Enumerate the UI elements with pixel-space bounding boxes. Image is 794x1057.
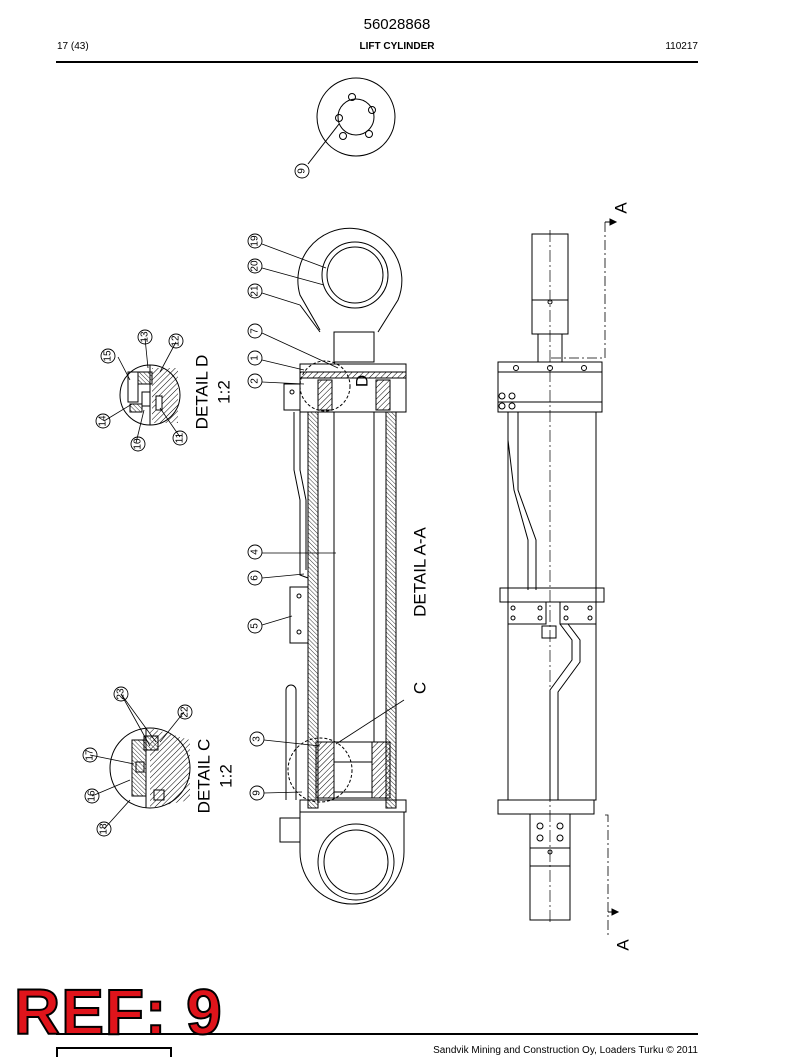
balloon-15: 15 <box>103 350 114 362</box>
marker-c: C <box>411 682 430 694</box>
detail-a-a-view <box>497 218 620 938</box>
header-divider <box>56 61 698 63</box>
detail-d-view <box>119 364 181 426</box>
detail-d-scale: 1:2 <box>215 380 234 404</box>
balloon-12: 12 <box>171 335 182 347</box>
ref-stamp: REF: 9 <box>13 976 223 1048</box>
balloon-18: 18 <box>99 823 110 835</box>
balloon-14: 14 <box>98 415 109 427</box>
footer-divider <box>56 1033 698 1035</box>
balloon-13: 13 <box>140 331 151 343</box>
balloon-19: 19 <box>250 235 261 247</box>
balloon-21: 21 <box>250 285 261 297</box>
end-view-flange <box>307 77 396 165</box>
balloon-23: 23 <box>116 688 127 700</box>
balloon-16: 16 <box>87 790 98 802</box>
balloon-1: 1 <box>250 355 261 361</box>
balloon-3: 3 <box>252 736 263 742</box>
detail-c-view <box>109 727 191 809</box>
balloon-6: 6 <box>250 575 261 581</box>
balloon-22: 22 <box>180 706 191 718</box>
detail-c-title: DETAIL C <box>195 739 214 814</box>
detail-aa-title: DETAIL A-A <box>411 526 430 616</box>
balloon-2: 2 <box>250 378 261 384</box>
balloon-20: 20 <box>250 260 261 272</box>
cylinder-section-view <box>279 227 407 905</box>
balloon-9-bottom: 9 <box>252 790 263 796</box>
balloon-4: 4 <box>250 549 261 555</box>
page-indicator: 17 (43) <box>57 41 89 52</box>
section-a-top-label: A <box>612 202 631 214</box>
balloon-10: 10 <box>133 438 144 450</box>
balloon-17: 17 <box>85 749 96 761</box>
detail-d-title: DETAIL D <box>193 355 212 430</box>
balloon-11: 11 <box>175 432 186 443</box>
leader-lines <box>89 243 405 830</box>
balloon-5: 5 <box>250 623 261 629</box>
revision-code: 110217 <box>665 41 698 52</box>
section-a-bottom-label: A <box>614 939 633 951</box>
logo-box <box>56 1047 172 1057</box>
balloon-7: 7 <box>250 328 261 334</box>
marker-d: D <box>353 375 372 387</box>
page-title: LIFT CYLINDER <box>359 41 435 52</box>
document-number: 56028868 <box>363 16 431 33</box>
balloon-9-top: 9 <box>297 168 308 174</box>
detail-c-scale: 1:2 <box>217 764 236 788</box>
copyright-text: Sandvik Mining and Construction Oy, Load… <box>433 1045 698 1056</box>
